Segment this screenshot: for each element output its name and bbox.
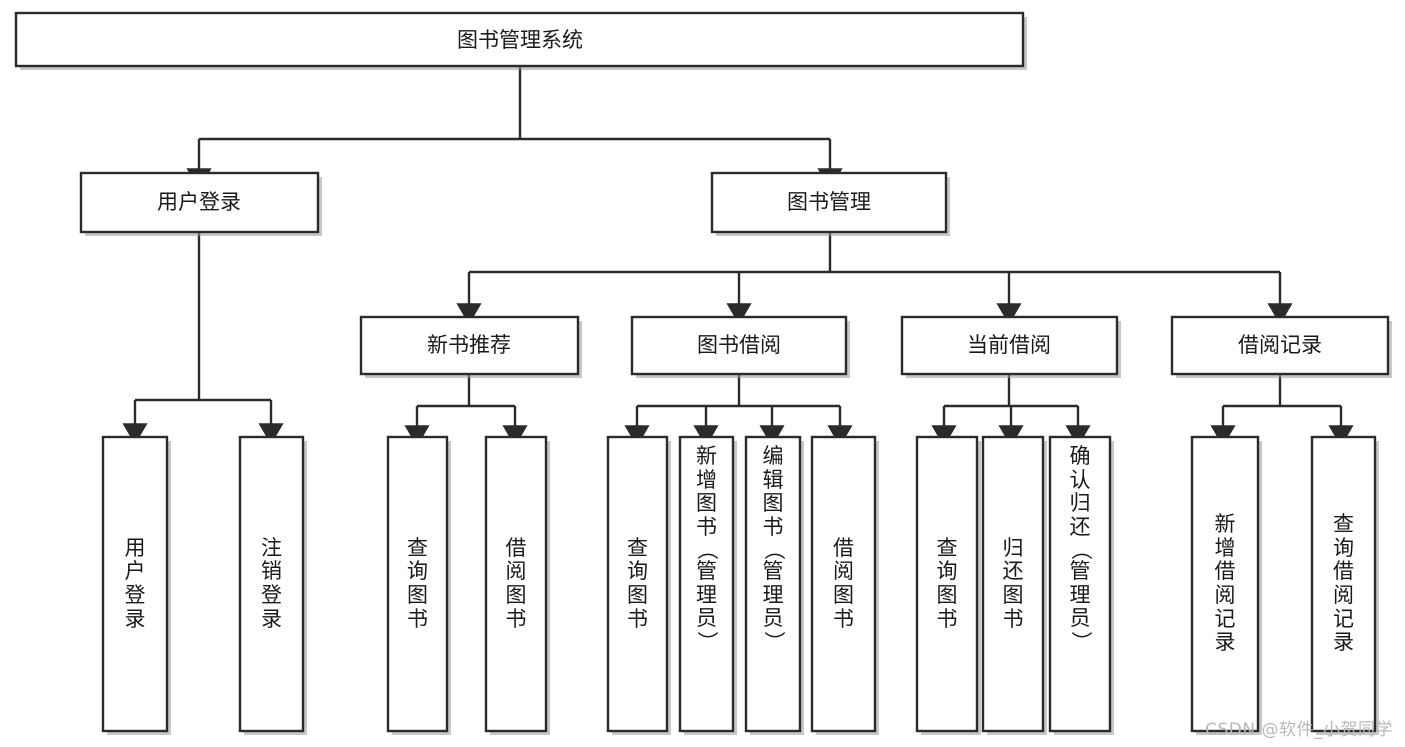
node-borrow-record-label: 借阅记录 (1238, 333, 1322, 357)
node-user-login[interactable]: 用户登录 (79, 171, 322, 236)
csdn-watermark: CSDN @软件_小贺同学 (1205, 720, 1393, 740)
node-current-borrow[interactable]: 当前借阅 (900, 315, 1121, 378)
leaf-node-recommend-query-book[interactable] (386, 435, 451, 735)
node-new-book-recommend-label: 新书推荐 (427, 333, 511, 357)
connector-group-borrow-record-to-leaves (1210, 374, 1354, 447)
leaf-node-borrow-query-book[interactable] (606, 435, 671, 735)
node-current-borrow-label: 当前借阅 (967, 333, 1051, 357)
node-borrow-record[interactable]: 借阅记录 (1170, 315, 1392, 378)
leaf-node-record-query-record[interactable] (1310, 435, 1379, 735)
node-root[interactable]: 图书管理系统 (14, 11, 1027, 70)
leaf-node-current-confirm-return-admin[interactable] (1048, 435, 1114, 735)
connector-group-book-mgmt-to-level3 (456, 232, 1293, 325)
leaf-node-borrow-edit-book-admin[interactable] (744, 435, 804, 735)
leaf-node-current-return-book[interactable] (981, 435, 1047, 735)
node-user-login-label: 用户登录 (157, 190, 241, 214)
connector-group-root-to-level2 (186, 66, 843, 190)
leaf-node-record-add-record[interactable] (1190, 435, 1262, 735)
leaf-node-borrow-borrow-book[interactable] (810, 435, 879, 735)
leaf-node-recommend-borrow-book[interactable] (484, 435, 550, 735)
leaf-box-group (101, 435, 1379, 735)
leaf-node-user-login-login[interactable] (101, 435, 171, 735)
leaf-node-borrow-add-book-admin[interactable] (678, 435, 737, 735)
node-new-book-recommend[interactable]: 新书推荐 (359, 315, 582, 378)
leaf-node-user-login-logout[interactable] (238, 435, 307, 735)
node-book-borrow-label: 图书借阅 (697, 333, 781, 357)
connector-group-book-borrow-to-leaves (624, 374, 853, 447)
connector-group-current-borrow-to-leaves (931, 374, 1091, 447)
node-book-management[interactable]: 图书管理 (710, 171, 950, 236)
node-root-label: 图书管理系统 (457, 28, 583, 52)
node-book-management-label: 图书管理 (787, 190, 871, 214)
connector-group-new-book-to-leaves (404, 374, 528, 447)
leaf-node-current-query-book[interactable] (915, 435, 981, 735)
connector-group-user-login-to-leaves (122, 232, 284, 445)
node-book-borrow[interactable]: 图书借阅 (630, 315, 850, 378)
